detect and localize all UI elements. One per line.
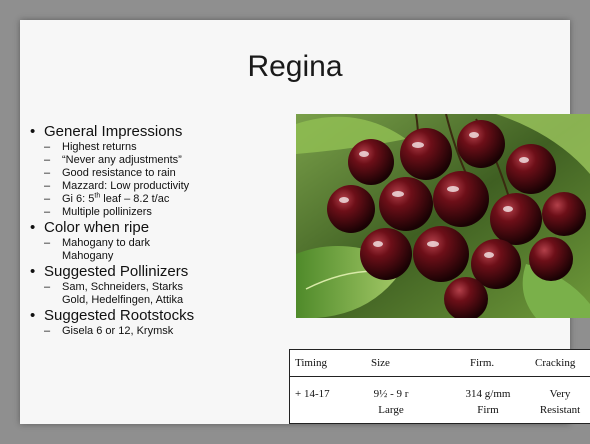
sub-bullet-line: Mahogany to dark [62,237,151,249]
sub-bullet: Gisela 6 or 12, Krymsk [30,325,280,338]
header-timing: Timing [295,357,328,369]
header-size: Size [371,357,390,369]
cell-timing: + 14-17 [295,388,330,400]
header-firmness: Firm. [470,357,495,369]
bullet-color-when-ripe: Color when ripe [30,219,280,237]
sub-bullet: Gi 6: 5th leaf – 8.2 t/ac [30,192,280,206]
sub-bullet-line: Sam, Schneiders, Starks [62,281,184,293]
bullet-suggested-rootstocks: Suggested Rootstocks [30,307,280,325]
cell-size-line: Large [378,404,404,416]
cell-cracking-line: Resistant [539,404,581,416]
cell-cracking-line: Very [549,388,571,400]
table-header-row: Timing Size Firm. Cracking [290,350,590,377]
sub-bullet-text: leaf – 8.2 t/ac [100,193,170,205]
cell-size-line: 9½ - 9 r [373,388,409,400]
sub-bullet-line: Mahogany [62,250,114,262]
bullet-general-impressions: General Impressions [30,123,280,141]
header-cracking: Cracking [535,357,576,369]
cherry-photo [296,114,590,318]
variety-table: Timing Size Firm. Cracking + 14-17 9½ - … [289,349,590,424]
sub-bullet-line: Gold, Hedelfingen, Attika [62,294,184,306]
cell-size: 9½ - 9 r Large [364,386,418,418]
sub-bullet: “Never any adjustments” [30,154,280,167]
sub-bullet: Mazzard: Low productivity [30,180,280,193]
cell-firmness-line: Firm [477,404,499,416]
superscript: th [94,192,101,200]
cell-firmness-line: 314 g/mm [465,388,511,400]
sub-bullet: Multiple pollinizers [30,206,280,219]
sub-bullet: Highest returns [30,141,280,154]
sub-bullet: Good resistance to rain [30,167,280,180]
bullet-suggested-pollinizers: Suggested Pollinizers [30,263,280,281]
slide-title: Regina [247,50,343,83]
bullet-list: General Impressions Highest returns “Nev… [30,123,280,338]
cherry-image [296,114,590,318]
sub-bullet-text: Gi 6: 5 [62,193,95,205]
